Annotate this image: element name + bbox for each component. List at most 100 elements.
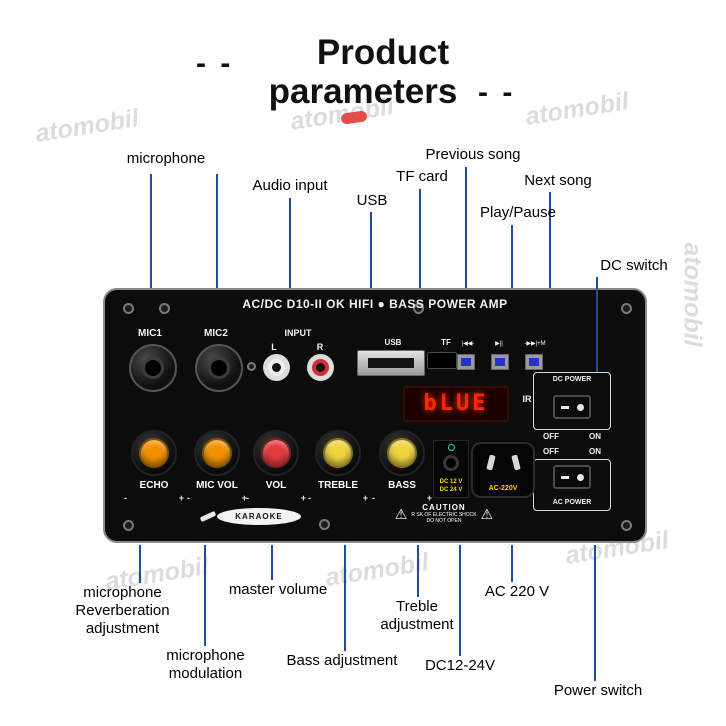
callout-line-dc12-24v (459, 545, 461, 656)
mic-vol-label: MIC VOL (196, 480, 238, 491)
callout-microphone: microphone (126, 150, 206, 167)
warning-icon: ⚠ (394, 505, 408, 522)
callout-next-song: Next song (524, 172, 592, 189)
minus-mark: - (372, 493, 375, 503)
dc-12v-label: DC 12 V (439, 479, 463, 485)
treble-label: TREBLE (318, 480, 358, 491)
ac-power-switch (553, 465, 591, 489)
mic2-jack (195, 344, 243, 392)
echo-knob-cap (139, 438, 169, 468)
callout-play-pause: Play/Pause (480, 204, 556, 221)
plus-mark: + (241, 493, 247, 503)
echo-label: ECHO (139, 480, 169, 491)
callout-dc-switch: DC switch (600, 257, 668, 274)
play-pause-button (491, 354, 509, 370)
callout-line-master-volume (271, 545, 273, 580)
play-pause-button-cap (495, 358, 505, 366)
callout-line-usb (370, 212, 372, 288)
dc-input-terminal: DC 12 V DC 24 V (433, 440, 469, 498)
screw-icon (319, 519, 330, 530)
treble-knob (315, 430, 361, 476)
callout-master-volume: master volume (228, 581, 328, 598)
screw-icon (621, 520, 632, 531)
callout-line-ac-220v (511, 545, 513, 582)
bass-knob (379, 430, 425, 476)
bass-label: BASS (388, 480, 416, 491)
dc-power-panel: DC POWER (533, 372, 611, 430)
treble-knob-cap (323, 438, 353, 468)
vol-knob-cap (261, 438, 291, 468)
callout-line-play-pause (511, 225, 513, 288)
vol-knob (253, 430, 299, 476)
page-title-line1: Product (316, 33, 450, 72)
callout-line-treble-adjustment (417, 545, 419, 597)
caution-title: CAUTION (422, 503, 466, 512)
ac-off-label: OFF (543, 447, 559, 456)
next-button (525, 354, 543, 370)
input-r-label: R (316, 342, 324, 352)
dc-24v-label: DC 24 V (439, 487, 463, 493)
input-label: INPUT (284, 328, 312, 338)
screw-icon (621, 303, 632, 314)
dc-off-label: OFF (543, 432, 559, 441)
plus-mark: + (300, 493, 306, 503)
screw-icon (123, 520, 134, 531)
mic2-jack-hole (208, 357, 230, 379)
screw-icon (413, 303, 424, 314)
caution-line2: DO NOT OPEN (426, 518, 462, 524)
dc-on-label: ON (589, 432, 601, 441)
dc-power-offon: OFF ON (533, 432, 611, 441)
prev-button-label: |◀◀- (461, 341, 475, 347)
ac-socket: AC-220V (471, 442, 535, 498)
callout-dc12-24v: DC12-24V (424, 657, 496, 674)
callout-line-mic-modulation (204, 545, 206, 646)
mic1-jack (129, 344, 177, 392)
callout-mic-modulation: microphone modulation (166, 647, 245, 682)
mic-vol-knob (194, 430, 240, 476)
callout-line-mic1 (150, 174, 152, 288)
callout-audio-input: Audio input (252, 177, 328, 194)
polarity-icon (448, 444, 455, 451)
title-dash-right: - - (478, 76, 516, 109)
callout-tf-card: TF card (396, 168, 448, 185)
callout-previous-song: Previous song (425, 146, 521, 163)
watermark-text: atomobil (678, 242, 707, 347)
dc-power-switch (553, 395, 591, 419)
led-display: bLUE (403, 386, 509, 422)
usb-label: USB (384, 338, 402, 347)
mic1-label: MIC1 (138, 328, 162, 339)
callout-power-switch: Power switch (553, 682, 643, 699)
callout-ac-220v: AC 220 V (484, 583, 550, 600)
tf-label: TF (441, 338, 451, 347)
minus-mark: - (124, 493, 127, 503)
screw-icon (159, 303, 170, 314)
play-button-label: ▶|| (495, 341, 503, 347)
dc-voltage-label: DC 12 V DC 24 V (434, 478, 468, 494)
ac-power-offon: OFF ON (533, 447, 611, 456)
vol-label: VOL (265, 480, 287, 491)
callout-line-dc-switch (596, 277, 598, 372)
callout-bass-adjustment: Bass adjustment (286, 652, 398, 669)
callout-line-next-song (549, 192, 551, 288)
minus-mark: - (308, 493, 311, 503)
amplifier-board: AC/DC D10-II OK HIFI ● BASS POWER AMP MI… (103, 288, 647, 543)
board-header: AC/DC D10-II OK HIFI ● BASS POWER AMP (242, 297, 508, 311)
bass-knob-cap (387, 438, 417, 468)
treble-minmax: -+ (308, 493, 368, 503)
plus-mark: + (178, 493, 184, 503)
page-title-line2: parameters (268, 72, 458, 111)
rca-jack-right (307, 354, 334, 381)
mic-vol-minmax: -+ (187, 493, 247, 503)
ac-on-label: ON (589, 447, 601, 456)
dc-power-label: DC POWER (552, 376, 592, 383)
caution-notice: ⚠ CAUTION R SK OF ELECTRIC SHOCK DO NOT … (383, 503, 505, 524)
plus-mark: + (362, 493, 368, 503)
echo-knob (131, 430, 177, 476)
ir-label: IR (522, 394, 532, 404)
title-dash-left: - - (196, 47, 234, 80)
watermark-text: atomobil (33, 104, 141, 148)
next-button-cap (529, 358, 539, 366)
plus-mark: + (426, 493, 432, 503)
callout-line-bass-adjustment (344, 545, 346, 651)
